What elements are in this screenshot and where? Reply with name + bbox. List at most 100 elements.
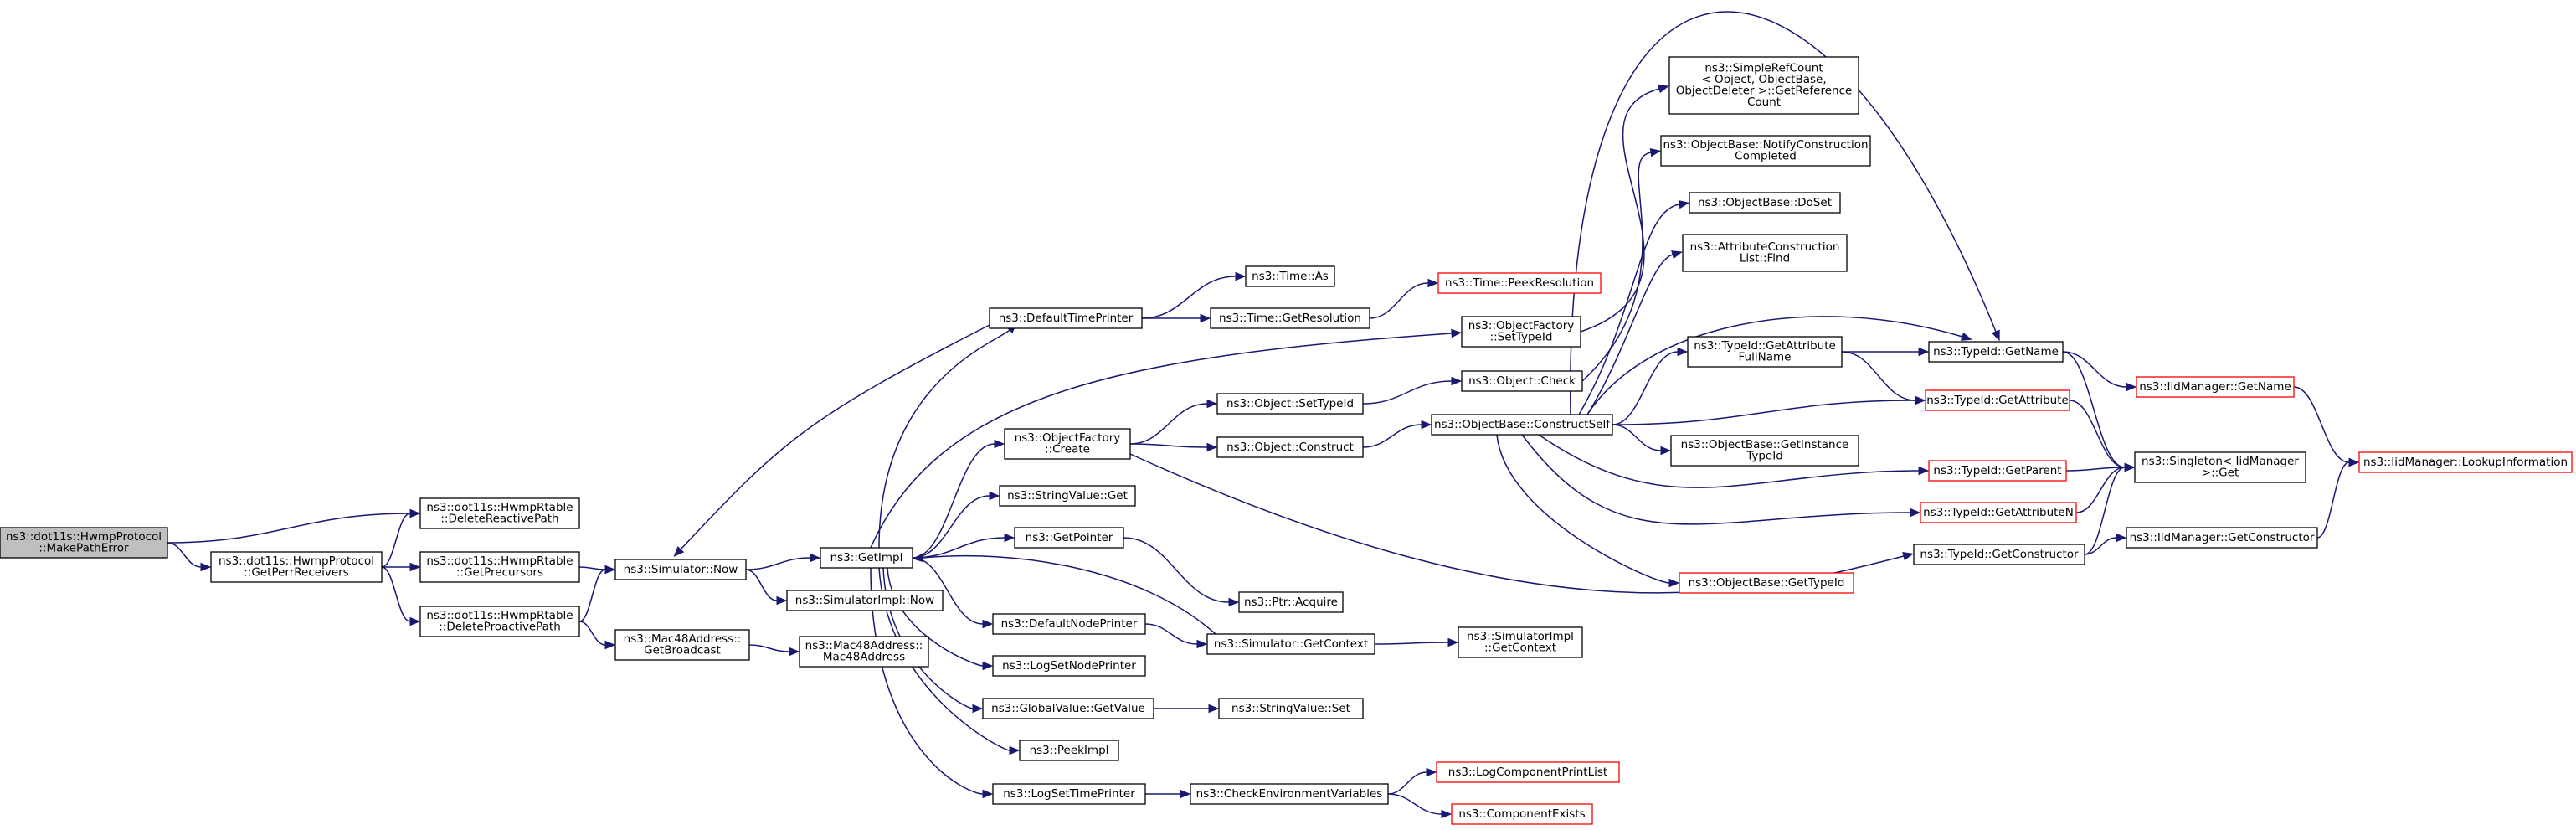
- node-simpleRefCount[interactable]: ns3::SimpleRefCount< Object, ObjectBase,…: [1668, 56, 1859, 115]
- node-defaultNodePrinter[interactable]: ns3::DefaultNodePrinter: [992, 613, 1146, 635]
- node-objectCheck[interactable]: ns3::Object::Check: [1461, 370, 1583, 392]
- node-simImplGetContext[interactable]: ns3::SimulatorImpl::GetContext: [1458, 626, 1583, 658]
- edge-getImpl-to-stringValueGet: [912, 491, 1000, 559]
- node-notifyConstruction[interactable]: ns3::ObjectBase::NotifyConstructionCompl…: [1660, 135, 1871, 167]
- node-stringValueGet[interactable]: ns3::StringValue::Get: [999, 485, 1136, 507]
- node-logSetTimePrinter[interactable]: ns3::LogSetTimePrinter: [992, 783, 1146, 805]
- edge-arrowhead: [1208, 704, 1220, 714]
- node-objectSetTypeId[interactable]: ns3::Object::SetTypeId: [1216, 393, 1364, 415]
- node-label: ns3::SimpleRefCount: [1704, 62, 1823, 75]
- node-box: [1245, 265, 1335, 287]
- node-timeAs[interactable]: ns3::Time::As: [1245, 265, 1335, 287]
- edge-arrowhead: [789, 647, 800, 657]
- node-getPerrReceivers[interactable]: ns3::dot11s::HwmpProtocol::GetPerrReceiv…: [210, 551, 383, 583]
- node-box: [1190, 783, 1389, 805]
- edge-line: [912, 443, 995, 559]
- node-box: [614, 559, 747, 580]
- node-logComponentPrintList[interactable]: ns3::LogComponentPrintList: [1436, 761, 1620, 783]
- edge-constructSelf-to-attrConstructionFind: [1586, 250, 1683, 415]
- edge-line: [1538, 434, 1920, 488]
- node-getPointer[interactable]: ns3::GetPointer: [1014, 527, 1124, 549]
- node-label: ns3::TypeId::GetName: [1933, 345, 2059, 358]
- node-simulatorNow[interactable]: ns3::Simulator::Now: [614, 559, 747, 580]
- edge-line: [870, 333, 1453, 549]
- node-typeIdGetAttribute[interactable]: ns3::TypeId::GetAttribute: [1925, 389, 2070, 411]
- edge-arrowhead: [776, 595, 788, 606]
- edge-getImpl-to-objectFactorySetTypeId: [870, 328, 1463, 549]
- edge-arrowhead: [1961, 332, 1972, 341]
- node-getImpl[interactable]: ns3::GetImpl: [820, 547, 913, 569]
- node-singletonGet[interactable]: ns3::Singleton< IidManager>::Get: [2134, 451, 2306, 483]
- edge-arrowhead: [1671, 250, 1683, 260]
- edge-getPerrReceivers-to-deleteReactivePath: [381, 508, 421, 568]
- node-label: ::DeleteProactivePath: [439, 621, 561, 634]
- node-label: ns3::LogComponentPrintList: [1448, 766, 1607, 779]
- node-objectBaseDoSet[interactable]: ns3::ObjectBase::DoSet: [1689, 192, 1841, 214]
- node-componentExists[interactable]: ns3::ComponentExists: [1451, 803, 1593, 825]
- edge-line: [1374, 642, 1449, 645]
- node-label: ns3::SimulatorImpl: [1467, 630, 1574, 643]
- edge-line: [2065, 467, 2126, 472]
- edge-line: [1521, 434, 1911, 525]
- edge-line: [1387, 771, 1427, 795]
- node-box: [1928, 341, 2064, 363]
- edge-arrowhead: [1660, 446, 1672, 456]
- node-typeIdGetParent[interactable]: ns3::TypeId::GetParent: [1928, 460, 2067, 482]
- node-lookupInformation[interactable]: ns3::IidManager::LookupInformation: [2358, 451, 2573, 473]
- edge-line: [167, 542, 202, 568]
- node-checkEnvVars[interactable]: ns3::CheckEnvironmentVariables: [1190, 783, 1389, 805]
- node-peekImpl[interactable]: ns3::PeekImpl: [1019, 740, 1119, 761]
- node-objectBaseGetTypeId[interactable]: ns3::ObjectBase::GetTypeId: [1679, 572, 1854, 594]
- node-typeIdGetName[interactable]: ns3::TypeId::GetName: [1928, 341, 2064, 363]
- node-constructSelf[interactable]: ns3::ObjectBase::ConstructSelf: [1431, 414, 1613, 436]
- node-typeIdGetAttributeN[interactable]: ns3::TypeId::GetAttributeN: [1920, 502, 2077, 523]
- node-objectConstruct[interactable]: ns3::Object::Construct: [1216, 436, 1364, 458]
- edge-arrowhead: [2124, 462, 2136, 472]
- node-logSetNodePrinter[interactable]: ns3::LogSetNodePrinter: [992, 655, 1146, 677]
- node-label: ns3::GetPointer: [1026, 531, 1113, 544]
- node-deleteReactivePath[interactable]: ns3::dot11s::HwmpRtable::DeleteReactiveP…: [419, 497, 580, 529]
- node-makePathError[interactable]: ns3::dot11s::HwmpProtocol::MakePathError: [0, 527, 168, 559]
- node-objectFactoryCreate[interactable]: ns3::ObjectFactory::Create: [1004, 428, 1131, 460]
- node-timePeekResolution[interactable]: ns3::Time::PeekResolution: [1437, 272, 1602, 294]
- edge-arrowhead: [1004, 533, 1015, 543]
- node-iidManagerGetConstructor[interactable]: ns3::IidManager::GetConstructor: [2126, 527, 2318, 549]
- node-label: >::Get: [2202, 467, 2239, 480]
- node-iidManagerGetName[interactable]: ns3::IidManager::GetName: [2136, 376, 2295, 398]
- node-box: [1238, 591, 1344, 613]
- node-mac48Address[interactable]: ns3::Mac48Address::Mac48Address: [799, 636, 929, 668]
- node-getPrecursors[interactable]: ns3::dot11s::HwmpRtable::GetPrecursors: [419, 551, 580, 583]
- edge-line: [1129, 453, 1905, 594]
- node-label: ns3::Time::PeekResolution: [1445, 276, 1594, 290]
- node-timeGetResolution[interactable]: ns3::Time::GetResolution: [1210, 307, 1370, 329]
- edge-constructSelf-to-typeIdGetName: [1586, 316, 1972, 415]
- node-label: ns3::dot11s::HwmpProtocol: [219, 554, 374, 568]
- edge-line: [2062, 351, 2127, 388]
- node-ptrAcquire[interactable]: ns3::Ptr::Acquire: [1238, 591, 1344, 613]
- edge-arrowhead: [1196, 639, 1208, 649]
- node-simulatorImplNow[interactable]: ns3::SimulatorImpl::Now: [786, 590, 944, 611]
- node-label: ns3::ObjectFactory: [1468, 319, 1575, 333]
- node-stringValueSet[interactable]: ns3::StringValue::Set: [1218, 698, 1364, 719]
- edge-arrowhead: [1206, 399, 1218, 409]
- node-box: [2126, 527, 2318, 549]
- node-label: Mac48Address: [823, 651, 905, 664]
- node-label: ns3::ObjectBase::GetTypeId: [1689, 576, 1845, 590]
- node-globalValueGetValue[interactable]: ns3::GlobalValue::GetValue: [982, 698, 1154, 719]
- node-deleteProactivePath[interactable]: ns3::dot11s::HwmpRtable::DeleteProactive…: [419, 606, 580, 637]
- node-objectFactorySetTypeId[interactable]: ns3::ObjectFactory::SetTypeId: [1461, 316, 1581, 348]
- node-simulatorGetContext[interactable]: ns3::Simulator::GetContext: [1206, 633, 1375, 655]
- node-label: ns3::GlobalValue::GetValue: [991, 702, 1145, 715]
- node-defaultTimePrinter[interactable]: ns3::DefaultTimePrinter: [989, 307, 1143, 329]
- edge-getImpl-to-objectFactoryCreate: [912, 439, 1005, 559]
- edge-line: [748, 644, 790, 652]
- node-getBroadcast[interactable]: ns3::Mac48Address::GetBroadcast: [614, 629, 750, 661]
- node-typeIdGetConstructor[interactable]: ns3::TypeId::GetConstructor: [1913, 544, 2085, 565]
- edge-line: [578, 621, 606, 646]
- node-label: ns3::IidManager::GetName: [2139, 380, 2291, 394]
- edge-arrowhead: [982, 619, 994, 629]
- edge-arrowhead: [994, 439, 1005, 449]
